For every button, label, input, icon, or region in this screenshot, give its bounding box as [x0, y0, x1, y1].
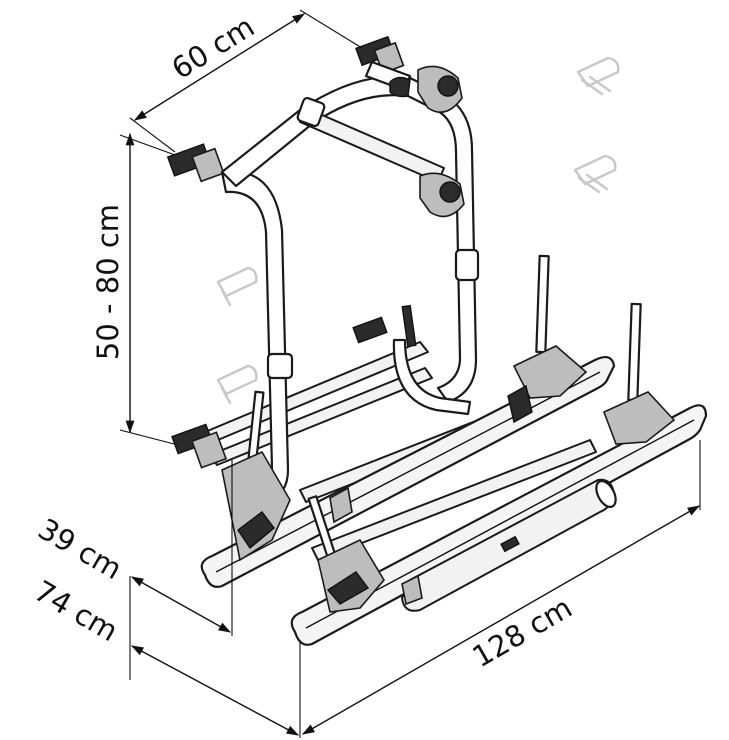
wall-bracket-bottom-right — [352, 316, 388, 344]
wall-bracket-bottom-left — [171, 423, 228, 469]
centre-arm — [392, 338, 472, 416]
wheel-holder-front-right — [602, 302, 676, 445]
dim-line-depth-back — [130, 645, 300, 736]
rack-structure — [166, 35, 708, 646]
dimension-lines — [119, 9, 701, 738]
ghost-clamp-icons — [216, 56, 620, 405]
bike-clamp-icon — [576, 56, 620, 96]
wall-bracket-top-left — [166, 143, 225, 183]
wheel-holder-rear-right — [512, 254, 588, 399]
frame-top-arch — [220, 75, 478, 404]
frame-clamp-lower — [419, 172, 465, 218]
dim-line-length — [301, 505, 701, 735]
label-width-top: 60 cm — [166, 9, 261, 86]
frame-clamp-upper — [389, 65, 463, 114]
height-adjust-sleeve-right — [454, 248, 480, 282]
strap-icon — [216, 266, 258, 307]
centre-strap — [401, 304, 417, 348]
label-height: 50 - 80 cm — [91, 204, 125, 360]
upper-crosstube — [299, 107, 445, 183]
dim-line-width-top — [133, 13, 306, 121]
label-length: 128 cm — [467, 590, 578, 674]
strap-icon — [216, 364, 258, 405]
bike-clamp-icon — [573, 154, 617, 194]
dim-line-depth-front — [130, 576, 232, 633]
height-adjust-sleeve-left — [266, 352, 294, 380]
